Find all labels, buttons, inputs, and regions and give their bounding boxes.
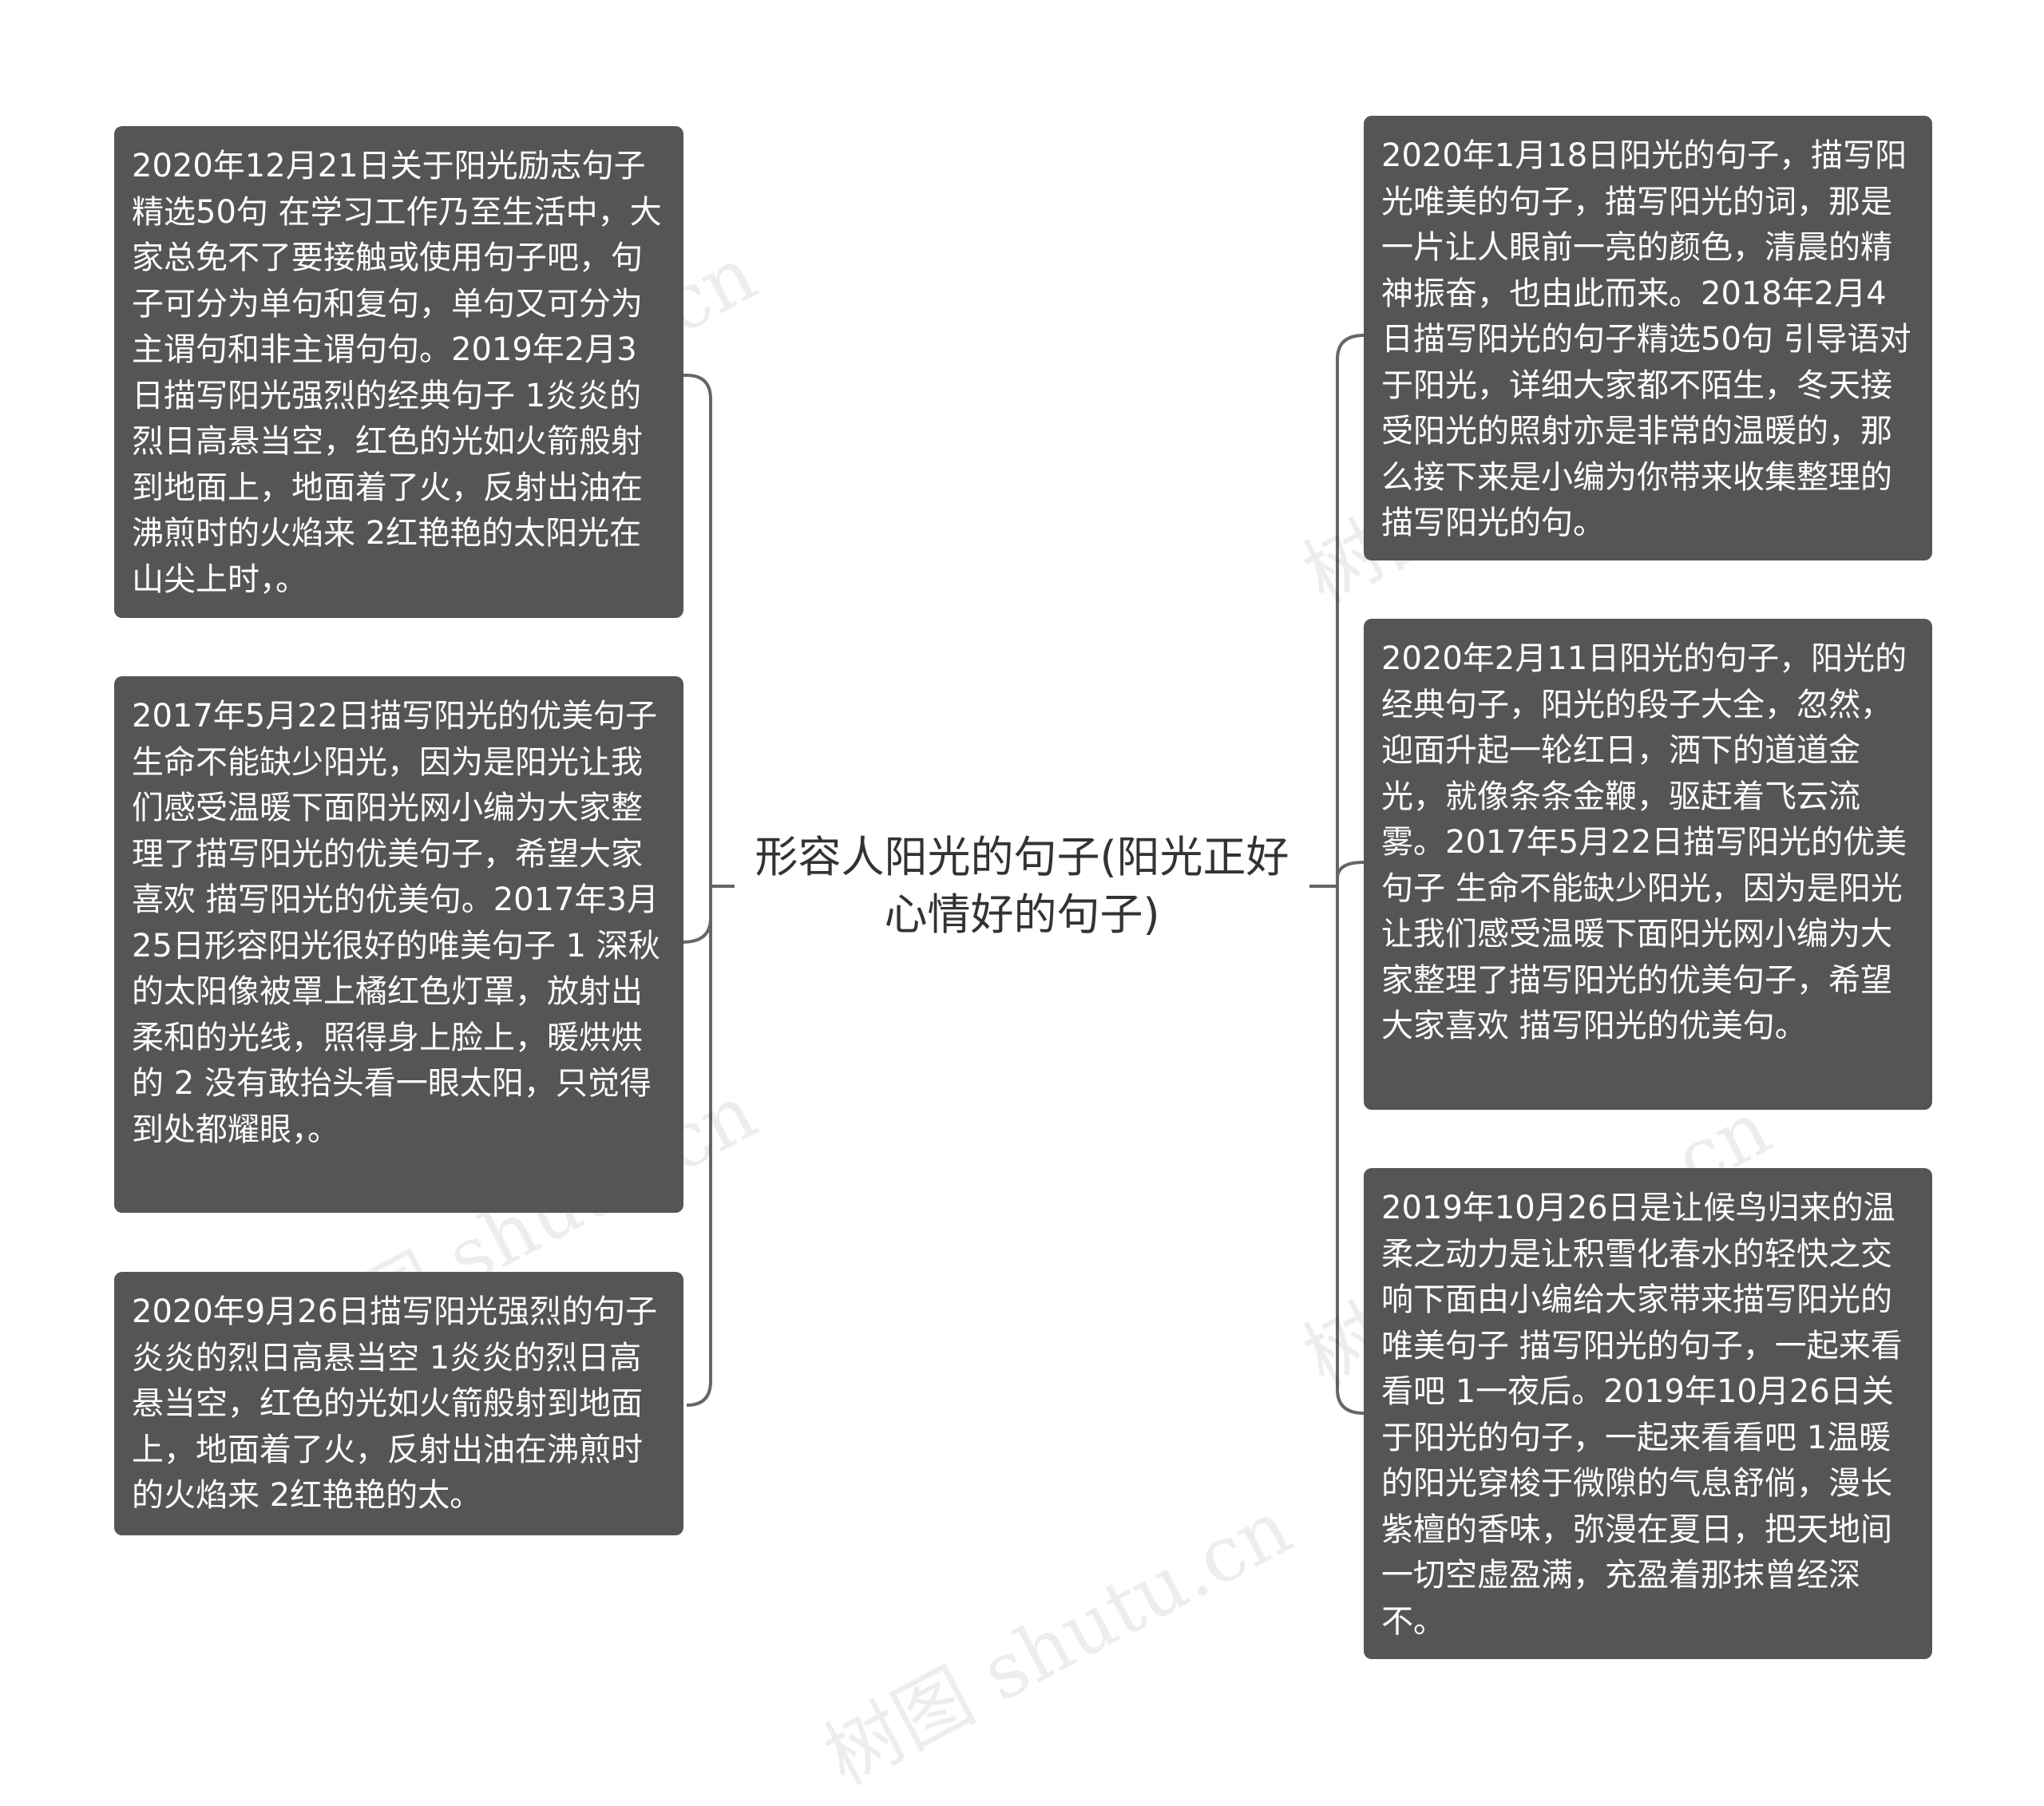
right-topic-node-3[interactable]: 2019年10月26日是让候鸟归来的温柔之动力是让积雪化春水的轻快之交响下面由小… [1364,1168,1932,1659]
connector-left-branch-1 [686,374,712,886]
right-topic-node-1[interactable]: 2020年1月18日阳光的句子，描写阳光唯美的句子，描写阳光的词，那是一片让人眼… [1364,116,1932,560]
connector-right-branch-2 [1336,861,1365,886]
topic-text: 2020年2月11日阳光的句子，阳光的经典句子，阳光的段子大全，忽然，迎面升起一… [1381,640,1907,1044]
central-topic[interactable]: 形容人阳光的句子(阳光正好 心情好的句子) [747,822,1297,950]
right-topic-node-2[interactable]: 2020年2月11日阳光的句子，阳光的经典句子，阳光的段子大全，忽然，迎面升起一… [1364,619,1932,1110]
connector-left-branch-3 [686,886,712,1407]
topic-text: 2020年1月18日阳光的句子，描写阳光唯美的句子，描写阳光的词，那是一片让人眼… [1381,137,1911,541]
connector-right-branch-3 [1336,886,1365,1415]
connector-right-branch-1 [1336,334,1365,886]
topic-text: 2017年5月22日描写阳光的优美句子 生命不能缺少阳光，因为是阳光让我们感受温… [132,698,660,1148]
left-topic-node-1[interactable]: 2020年12月21日关于阳光励志句子精选50句 在学习工作乃至生活中，大家总免… [114,126,683,618]
left-topic-node-2[interactable]: 2017年5月22日描写阳光的优美句子 生命不能缺少阳光，因为是阳光让我们感受温… [114,676,683,1213]
central-topic-title: 形容人阳光的句子(阳光正好 心情好的句子) [755,832,1289,940]
topic-text: 2019年10月26日是让候鸟归来的温柔之动力是让积雪化春水的轻快之交响下面由小… [1381,1190,1903,1640]
left-topic-node-3[interactable]: 2020年9月26日描写阳光强烈的句子炎炎的烈日高悬当空 1炎炎的烈日高悬当空，… [114,1272,683,1535]
topic-text: 2020年9月26日描写阳光强烈的句子炎炎的烈日高悬当空 1炎炎的烈日高悬当空，… [132,1293,658,1514]
connector-left-branch-2 [682,886,712,944]
topic-text: 2020年12月21日关于阳光励志句子精选50句 在学习工作乃至生活中，大家总免… [132,148,662,598]
